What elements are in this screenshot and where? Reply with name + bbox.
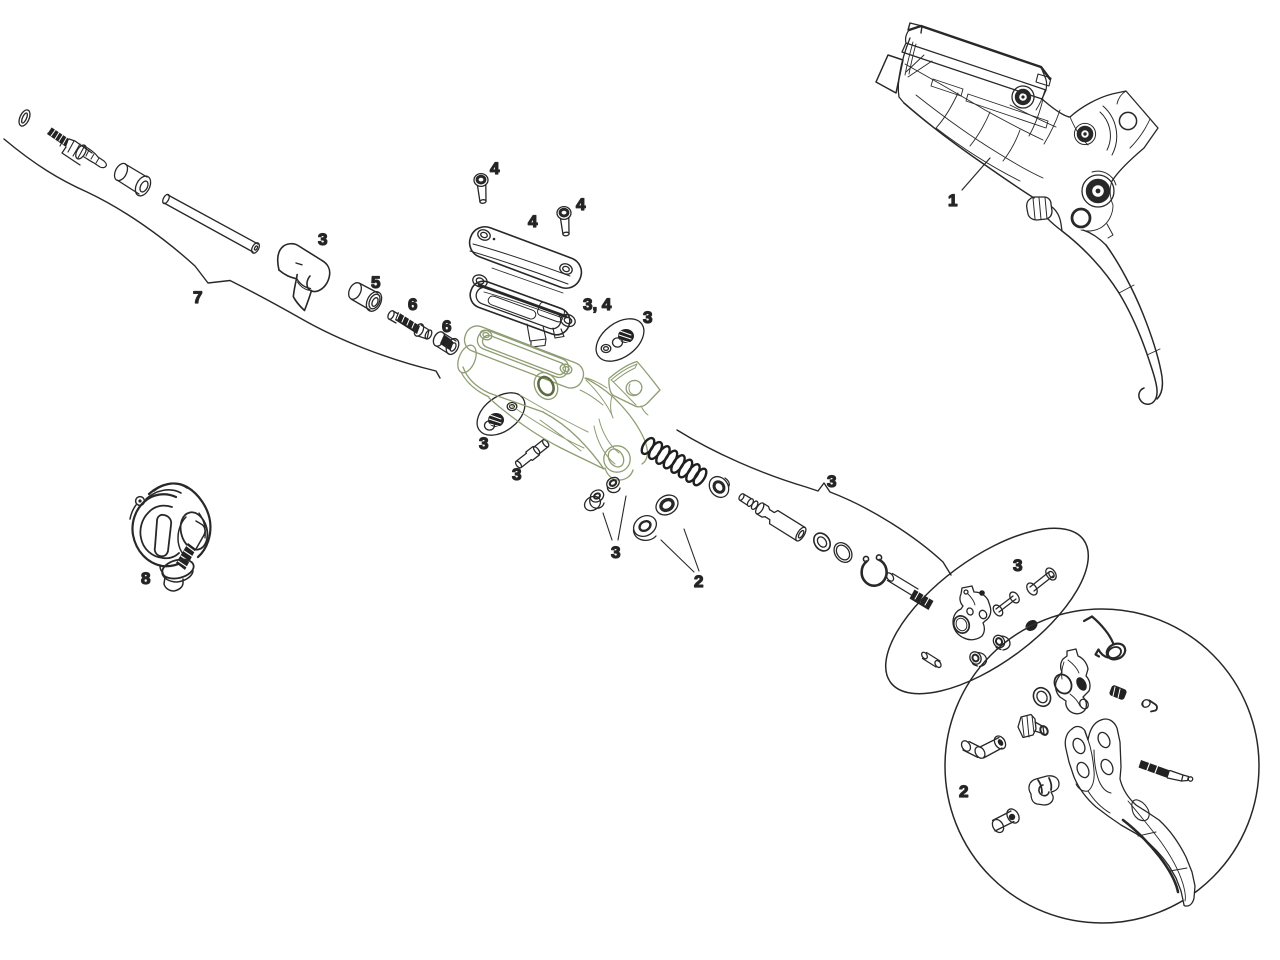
svg-text:3, 4: 3, 4	[583, 295, 612, 314]
svg-text:7: 7	[193, 288, 202, 307]
svg-text:4: 4	[490, 159, 500, 178]
svg-text:3: 3	[318, 230, 327, 249]
svg-text:4: 4	[576, 195, 586, 214]
svg-text:8: 8	[141, 569, 150, 588]
svg-text:2: 2	[694, 572, 703, 591]
svg-text:3: 3	[611, 543, 620, 562]
svg-text:3: 3	[1013, 556, 1022, 575]
svg-text:6: 6	[442, 317, 451, 336]
svg-text:3: 3	[479, 434, 488, 453]
svg-text:1: 1	[948, 191, 957, 210]
svg-text:5: 5	[371, 273, 380, 292]
svg-text:3: 3	[643, 308, 652, 327]
svg-text:6: 6	[408, 295, 417, 314]
svg-text:3: 3	[512, 465, 521, 484]
svg-text:2: 2	[959, 782, 968, 801]
svg-text:3: 3	[827, 472, 836, 491]
svg-text:4: 4	[528, 212, 538, 231]
